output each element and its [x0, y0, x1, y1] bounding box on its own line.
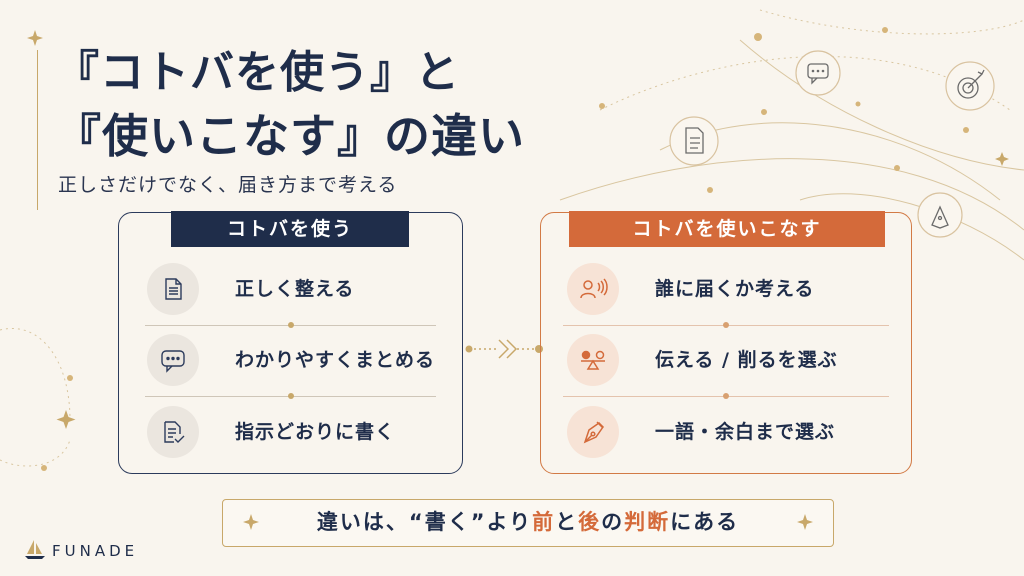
pen-nib-icon: [567, 406, 619, 458]
balance-icon: [567, 334, 619, 386]
page-title-line-1: 『コトバを使う』と: [55, 47, 460, 98]
item-label: 指示どおりに書く: [235, 421, 396, 443]
brand-name: FUNADE: [52, 542, 139, 560]
list-item: 正しく整える: [119, 259, 462, 319]
divider: [145, 322, 436, 328]
item-label: 伝える / 削るを選ぶ: [655, 349, 838, 371]
list-item: 一語・余白まで選ぶ: [541, 402, 911, 462]
summary-highlight-judgment: 判断: [624, 510, 671, 534]
item-label: わかりやすくまとめる: [235, 349, 436, 371]
summary-banner: 違いは、“書く”より前と後の判断にある: [222, 499, 834, 547]
list-item: わかりやすくまとめる: [119, 330, 462, 390]
list-item: 指示どおりに書く: [119, 402, 462, 462]
page-title-line-2: 『使いこなす』の違い: [55, 109, 525, 163]
item-label: 正しく整える: [235, 278, 355, 300]
item-label: 誰に届くか考える: [655, 278, 815, 300]
list-item: 誰に届くか考える: [541, 259, 911, 319]
divider: [563, 393, 889, 399]
divider: [145, 393, 436, 399]
checklist-icon: [147, 406, 199, 458]
title-accent-line: [37, 50, 38, 210]
summary-connector: と: [555, 510, 579, 534]
divider: [563, 322, 889, 328]
summary-suffix: にある: [670, 510, 740, 534]
summary-highlight-after: 後: [578, 510, 602, 534]
list-item: 伝える / 削るを選ぶ: [541, 330, 911, 390]
sparkle-icon: [797, 514, 813, 530]
summary-text: 違いは、“書く”より前と後の判断にある: [223, 500, 833, 545]
document-icon: [147, 263, 199, 315]
person-voice-icon: [567, 263, 619, 315]
card-master-words: コトバを使いこなす 誰に届くか考える 伝える / 削るを選ぶ: [540, 211, 912, 474]
item-label: 一語・余白まで選ぶ: [655, 421, 836, 443]
card-header-master: コトバを使いこなす: [569, 211, 885, 247]
summary-prefix: 違いは、“書く”より: [316, 510, 533, 534]
sparkle-icon: [243, 514, 259, 530]
summary-particle: の: [601, 510, 625, 534]
summary-highlight-before: 前: [532, 510, 556, 534]
card-header-use: コトバを使う: [171, 211, 409, 247]
speech-bubble-icon: [147, 334, 199, 386]
card-use-words: コトバを使う 正しく整える わかりやすくまとめる 指示どお: [118, 211, 463, 474]
boat-logo-icon: [25, 540, 45, 559]
page-subtitle: 正しさだけでなく、届き方まで考える: [58, 174, 398, 196]
